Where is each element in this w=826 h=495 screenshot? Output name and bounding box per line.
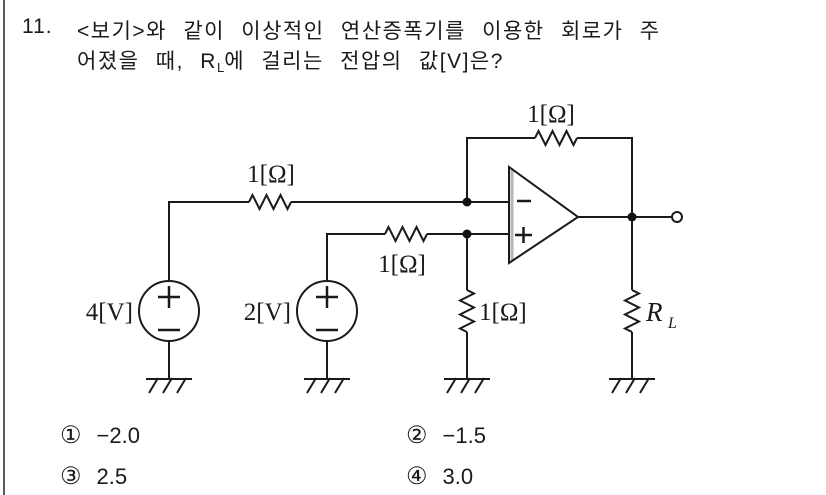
output-terminal-icon (671, 211, 683, 223)
choice-1: ① −2.0 (60, 421, 140, 450)
node-output (627, 212, 637, 222)
circuit-wires (168, 137, 671, 379)
ground-icon (145, 377, 193, 394)
source-2v-label: 2[V] (244, 299, 291, 326)
choice-1-value: −2.0 (96, 423, 140, 448)
resistor-to-ground-label: 1[Ω] (479, 299, 527, 326)
resistor-input-1-label: 1[Ω] (247, 161, 295, 188)
choice-4-marker: ④ (406, 463, 428, 490)
node-noninverting-input (462, 229, 472, 239)
rl-subscript: L (216, 60, 225, 75)
ground-icon (608, 377, 656, 394)
resistor-input-2: 1[Ω] (378, 224, 428, 278)
choice-2: ② −1.5 (406, 421, 486, 450)
resistor-to-ground: 1[Ω] (457, 289, 527, 333)
question-text-line2-post: 에 걸리는 전압의 값[V]은? (224, 50, 504, 73)
voltage-source-2v: 2[V] (244, 280, 358, 342)
resistor-load: R L (622, 289, 677, 333)
choice-3: ③ 2.5 (60, 462, 127, 491)
opamp (508, 165, 580, 265)
ground-icon (443, 377, 491, 394)
resistor-input-2-label: 1[Ω] (378, 251, 426, 278)
ground-icon (303, 377, 351, 394)
node-inverting-input (462, 197, 472, 207)
source-4v-plus-icon (158, 286, 180, 308)
source-4v-label: 4[V] (86, 299, 133, 326)
choice-4: ④ 3.0 (406, 462, 473, 491)
choice-3-marker: ③ (60, 463, 82, 490)
opamp-noninverting-input-icon (515, 227, 532, 243)
choice-2-marker: ② (406, 422, 428, 449)
choice-1-marker: ① (60, 422, 82, 449)
resistor-load-label: R (645, 297, 663, 327)
question-number: 11. (22, 15, 53, 38)
choice-4-value: 3.0 (442, 464, 474, 489)
resistor-feedback: 1[Ω] (527, 101, 578, 148)
resistor-feedback-label: 1[Ω] (527, 101, 575, 128)
question-text-line2-pre: 어졌을 때, R (77, 50, 217, 73)
voltage-source-4v: 4[V] (86, 280, 200, 342)
resistor-load-subscript: L (667, 315, 677, 332)
choice-3-value: 2.5 (96, 464, 128, 489)
question-text-line1: <보기>와 같이 이상적인 연산증폭기를 이용한 회로가 주 (77, 20, 661, 43)
source-2v-plus-icon (316, 286, 338, 308)
question-text-line2: 어졌을 때, RL에 걸리는 전압의 값[V]은? (77, 45, 504, 75)
resistor-input-1: 1[Ω] (247, 161, 295, 212)
column-divider-line (3, 0, 5, 495)
choice-2-value: −1.5 (442, 423, 486, 448)
